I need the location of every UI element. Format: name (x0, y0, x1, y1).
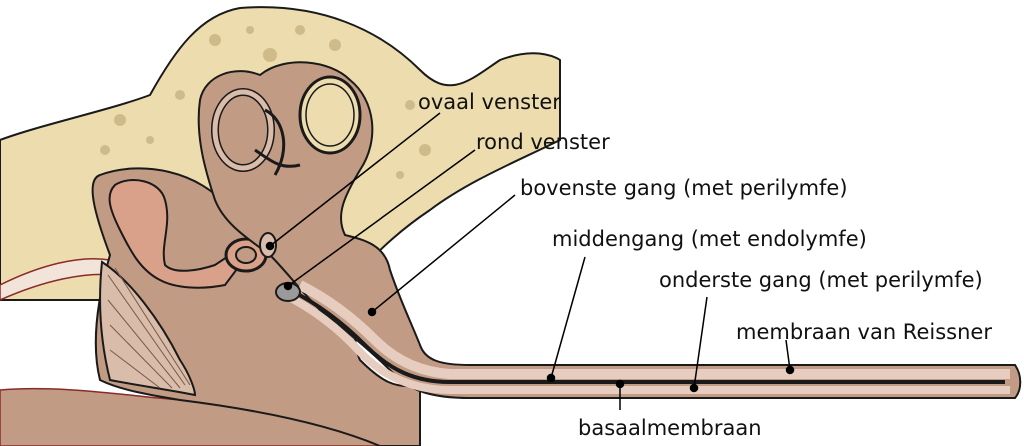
label-middengang: middengang (met endolymfe) (552, 227, 867, 251)
semicircular-canal-3 (254, 108, 301, 176)
label-bovenste-gang: bovenste gang (met perilymfe) (520, 176, 848, 200)
eardrum-striations (107, 267, 191, 389)
basilar-membrane-line (289, 288, 1005, 384)
label-ovaal-venster: ovaal venster (418, 90, 561, 114)
label-rond-venster: rond venster (476, 130, 610, 154)
label-membraan-reissner: membraan van Reissner (736, 320, 992, 344)
upper-scala (297, 280, 1010, 379)
label-basaalmembraan: basaalmembraan (578, 416, 762, 440)
lower-scala (283, 291, 1010, 394)
leader-lines (265, 112, 795, 410)
label-onderste-gang: onderste gang (met perilymfe) (659, 268, 983, 292)
eardrum (99, 260, 197, 397)
